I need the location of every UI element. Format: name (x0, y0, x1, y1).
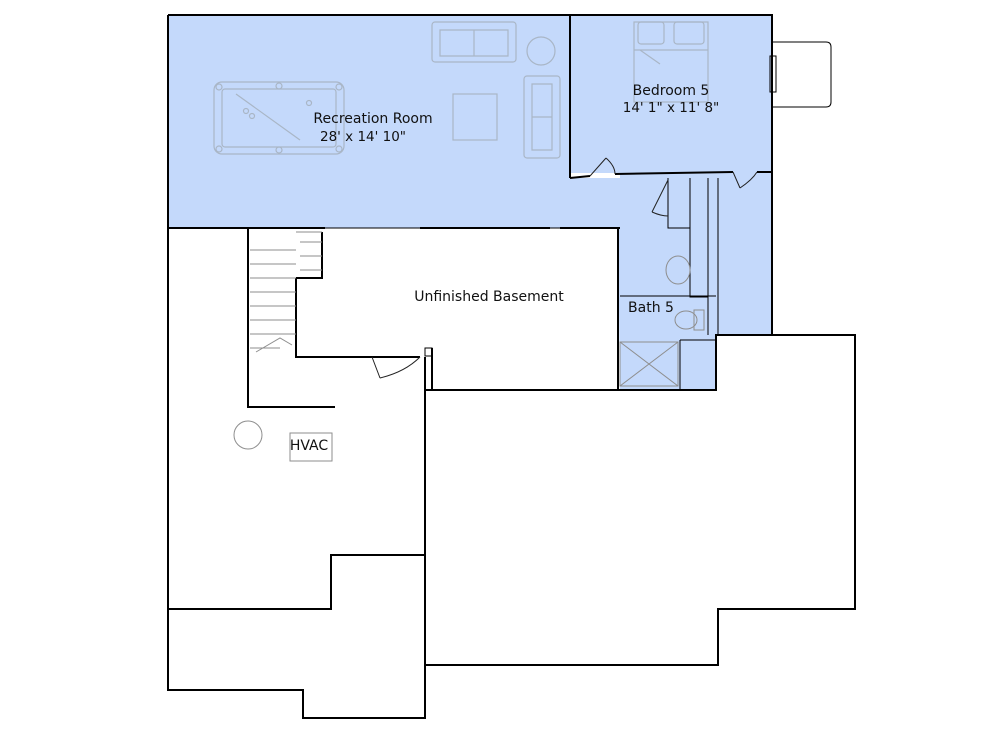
bay-window (772, 41, 832, 108)
recreation-room-dims: 28' x 14' 10" (320, 129, 406, 145)
coffee-table-icon (452, 93, 498, 141)
water-heater-icon (233, 420, 263, 450)
round-table-icon (526, 36, 556, 66)
bedroom-5-label: Bedroom 5 (633, 83, 710, 99)
recreation-room-label: Recreation Room (313, 111, 432, 127)
bedroom-door (589, 157, 616, 177)
sink-icon (665, 255, 691, 285)
bed-icon (633, 21, 709, 103)
bedroom-5-area[interactable] (570, 15, 772, 173)
unfinished-south-wall (424, 348, 618, 391)
unfinished-basement-label: Unfinished Basement (414, 289, 564, 305)
pool-table-icon (213, 81, 345, 155)
finished-area (168, 15, 772, 390)
loveseat-icon (523, 75, 561, 159)
bath-5-label: Bath 5 (628, 300, 674, 316)
toilet-icon (674, 309, 705, 331)
shower-icon (619, 341, 679, 387)
garage-outline (424, 334, 856, 666)
hallway-area[interactable] (618, 173, 772, 390)
closet-door (732, 171, 758, 189)
hall-door (651, 179, 669, 217)
hvac-label: HVAC (290, 438, 329, 454)
post (424, 347, 433, 357)
sofa-icon (431, 21, 517, 63)
unfinished-door (371, 356, 421, 379)
doors (371, 157, 758, 379)
bedroom-5-dims: 14' 1" x 11' 8" (623, 100, 720, 116)
bedroom-wall (569, 15, 772, 179)
window-sill (769, 55, 777, 93)
hvac-unit (289, 432, 333, 462)
hall-partitions (620, 178, 719, 390)
recreation-room-area[interactable] (168, 15, 620, 228)
stair-walls (247, 228, 420, 408)
walls (167, 14, 856, 719)
stairs-icon (250, 231, 322, 353)
